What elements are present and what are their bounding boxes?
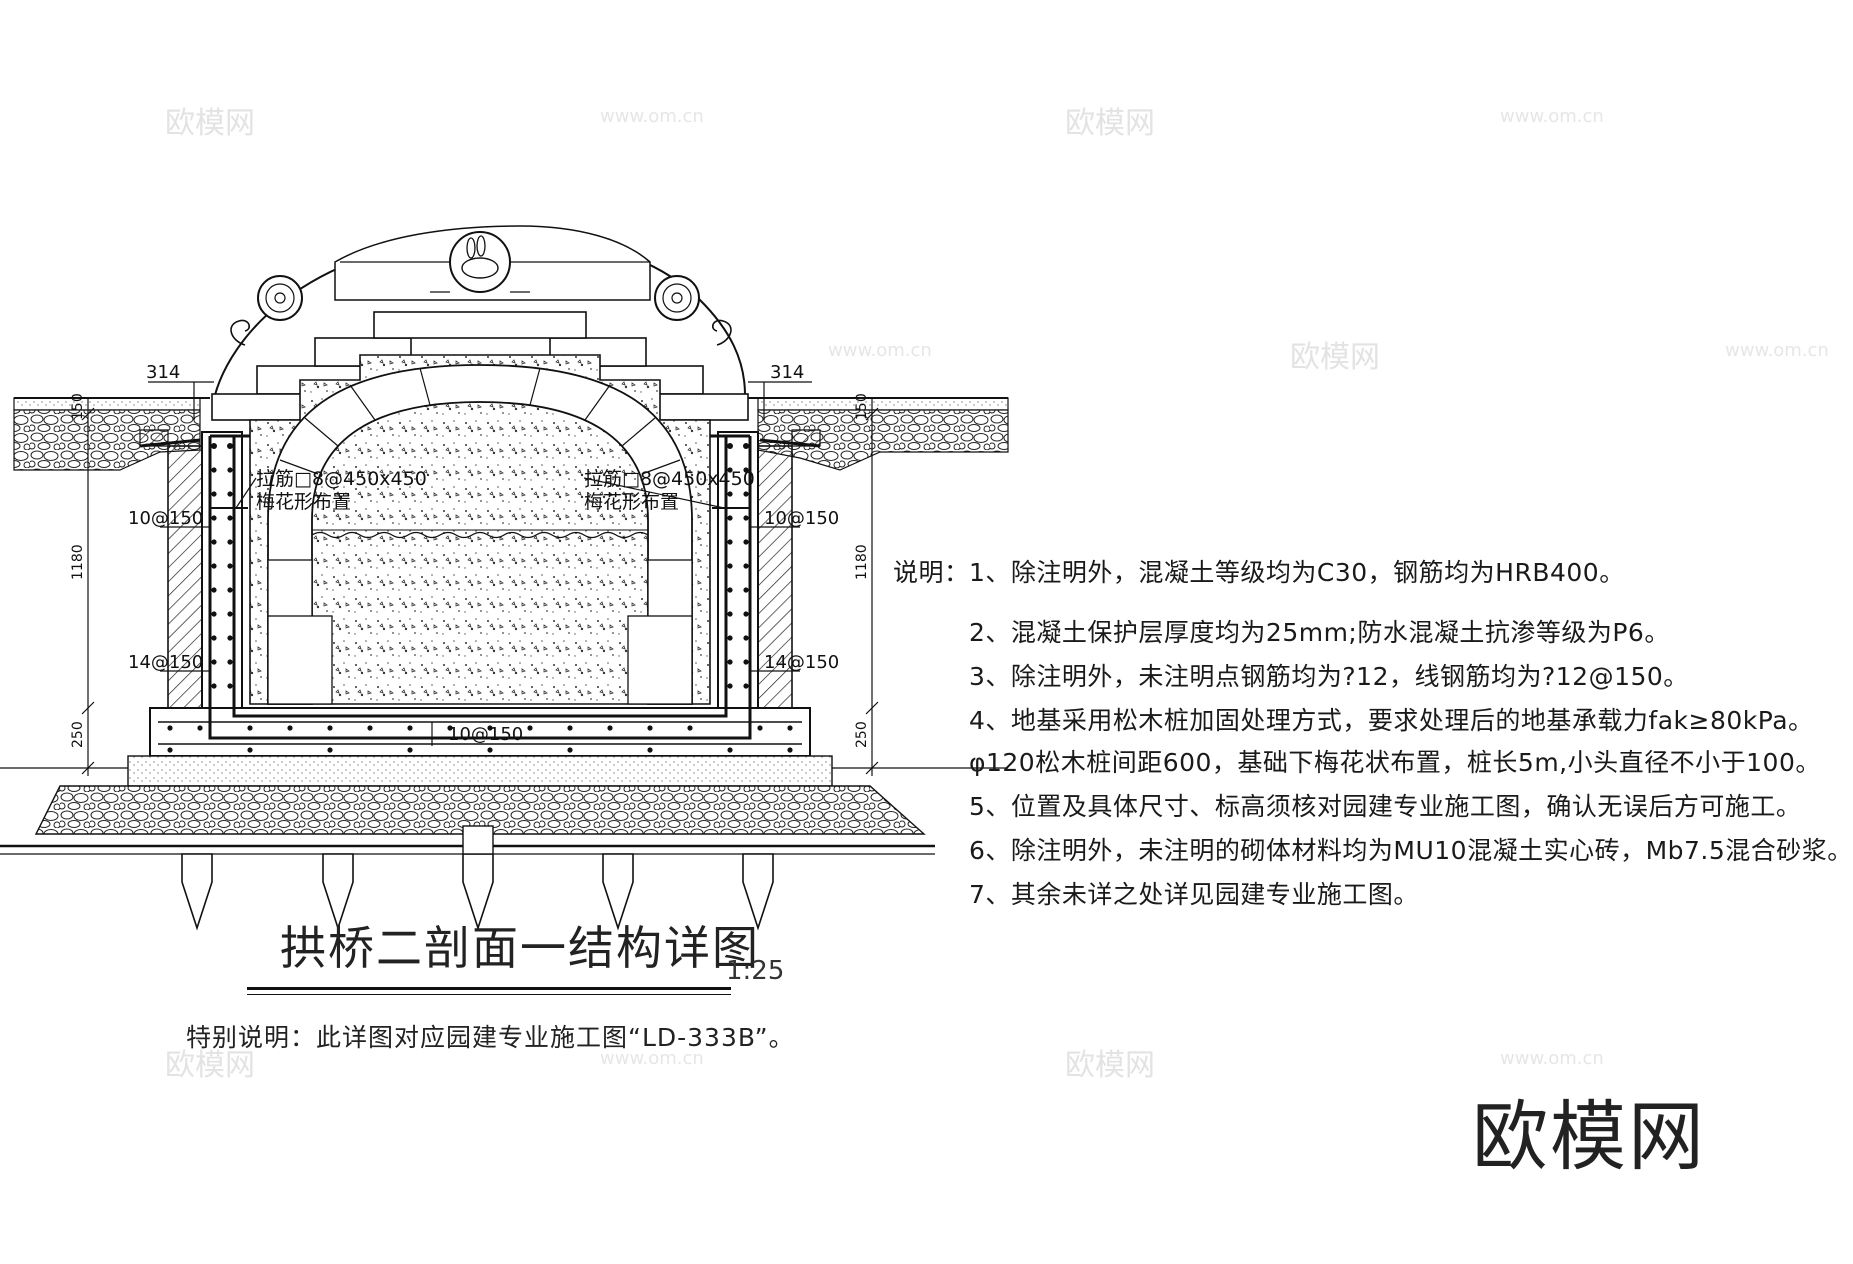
rebar-right-upper: 10@150 xyxy=(764,508,839,529)
watermark-url: www.om.cn xyxy=(828,340,932,361)
note-item: 2、混凝土保护层厚度均为25mm;防水混凝土抗渗等级为P6。 xyxy=(969,618,1670,647)
paving-left xyxy=(13,397,210,471)
brand-watermark: 欧模网 xyxy=(1472,1092,1706,1181)
title-underline xyxy=(247,987,731,990)
arch-bridge-section-drawing: 314 314 150 150 1180 1180 250 250 拉筋□8@4… xyxy=(0,225,1009,931)
watermark-url: www.om.cn xyxy=(600,106,704,127)
dimension-lines xyxy=(81,381,879,776)
dim-right-1180: 1180 xyxy=(854,544,870,580)
dim-right-250: 250 xyxy=(854,721,870,748)
notes-heading: 说明： xyxy=(893,558,970,587)
dim-left-150: 150 xyxy=(70,393,86,420)
note-item: 3、除注明外，未注明点钢筋均为?12，线钢筋均为?12@150。 xyxy=(969,662,1689,691)
dim-right-150: 150 xyxy=(854,393,870,420)
drawing-title-block: 拱桥二剖面一结构详图 xyxy=(280,912,760,978)
watermark-logo: 欧模网 xyxy=(1290,340,1380,375)
dim-left-250: 250 xyxy=(70,721,86,748)
tie-label-right-1: 拉筋□8@450x450 xyxy=(584,468,755,490)
watermark-logo: 欧模网 xyxy=(165,1048,255,1083)
dim-right-top: 314 xyxy=(770,362,804,383)
watermark-url: www.om.cn xyxy=(1500,1048,1604,1069)
note-item: 4、地基采用松木桩加固处理方式，要求处理后的地基承载力fak≥80kPa。 xyxy=(969,706,1814,735)
note-item: 6、除注明外，未注明的砌体材料均为MU10混凝土实心砖，Mb7.5混合砂浆。 xyxy=(969,836,1853,865)
watermark-logo: 欧模网 xyxy=(1065,106,1155,141)
tie-label-right-2: 梅花形布置 xyxy=(584,491,679,513)
note-item: 7、其余未详之处详见园建专业施工图。 xyxy=(969,880,1419,909)
rebar-base: 10@150 xyxy=(448,724,523,745)
drawing-title: 拱桥二剖面一结构详图 xyxy=(280,921,760,975)
watermark-url: www.om.cn xyxy=(600,1048,704,1069)
note-item: 1、除注明外，混凝土等级均为C30，钢筋均为HRB400。 xyxy=(969,558,1625,587)
rebar-right-lower: 14@150 xyxy=(764,652,839,673)
foundation xyxy=(0,755,1008,931)
drawing-scale: 1:25 xyxy=(726,956,785,986)
watermark-url: www.om.cn xyxy=(1500,106,1604,127)
rebar-left-lower: 14@150 xyxy=(128,652,203,673)
watermark-url: www.om.cn xyxy=(1725,340,1829,361)
note-item: 5、位置及具体尺寸、标高须核对园建专业施工图，确认无误后方可施工。 xyxy=(969,792,1802,821)
tie-label-left-1: 拉筋□8@450x450 xyxy=(256,468,427,490)
special-note: 特别说明：此详图对应园建专业施工图“LD-333B”。 xyxy=(186,1023,795,1052)
dim-left-top: 314 xyxy=(146,362,180,383)
dim-left-1180: 1180 xyxy=(70,544,86,580)
note-item: φ120松木桩间距600，基础下梅花状布置，桩长5m,小头直径不小于100。 xyxy=(969,748,1821,777)
tie-label-left-2: 梅花形布置 xyxy=(256,491,351,513)
arch-concrete-body xyxy=(249,354,711,705)
watermark-logo: 欧模网 xyxy=(165,106,255,141)
title-underline-thin xyxy=(247,994,731,995)
watermark-logo: 欧模网 xyxy=(1065,1048,1155,1083)
rebar-left-upper: 10@150 xyxy=(128,508,203,529)
